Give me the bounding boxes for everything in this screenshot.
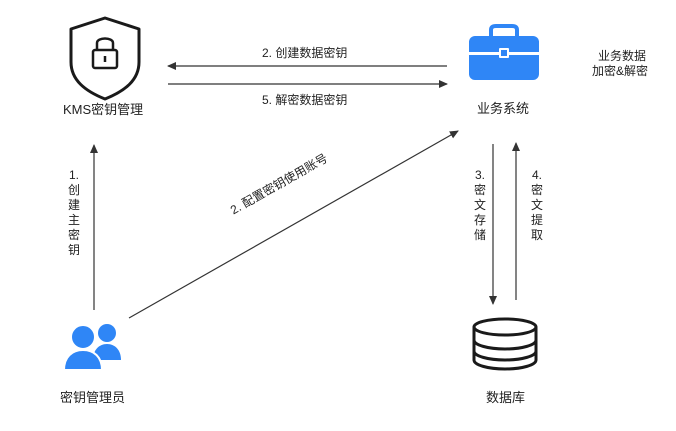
edge-label-create-master-key: 1. 创建主密钥 — [67, 168, 80, 257]
arrow-config-account — [128, 130, 459, 319]
edge-label-create-data-key: 2. 创建数据密钥 — [262, 46, 348, 60]
database-icon — [472, 317, 538, 371]
admin-label: 密钥管理员 — [60, 390, 126, 405]
edge-label-fetch-ciphertext: 4. 密文提取 — [530, 168, 543, 242]
database-label: 数据库 — [486, 390, 526, 405]
briefcase-icon — [469, 24, 539, 80]
note-line-1: 业务数据 — [598, 49, 647, 63]
business-system-label: 业务系统 — [477, 101, 530, 116]
edge-label-decrypt-data-key: 5. 解密数据密钥 — [262, 93, 348, 107]
edge-label-store-ciphertext: 3. 密文存储 — [473, 168, 486, 242]
users-icon — [62, 324, 121, 371]
shield-lock-icon — [69, 16, 141, 101]
note-line-2: 加密&解密 — [592, 64, 649, 78]
kms-label: KMS密钥管理 — [63, 102, 144, 117]
